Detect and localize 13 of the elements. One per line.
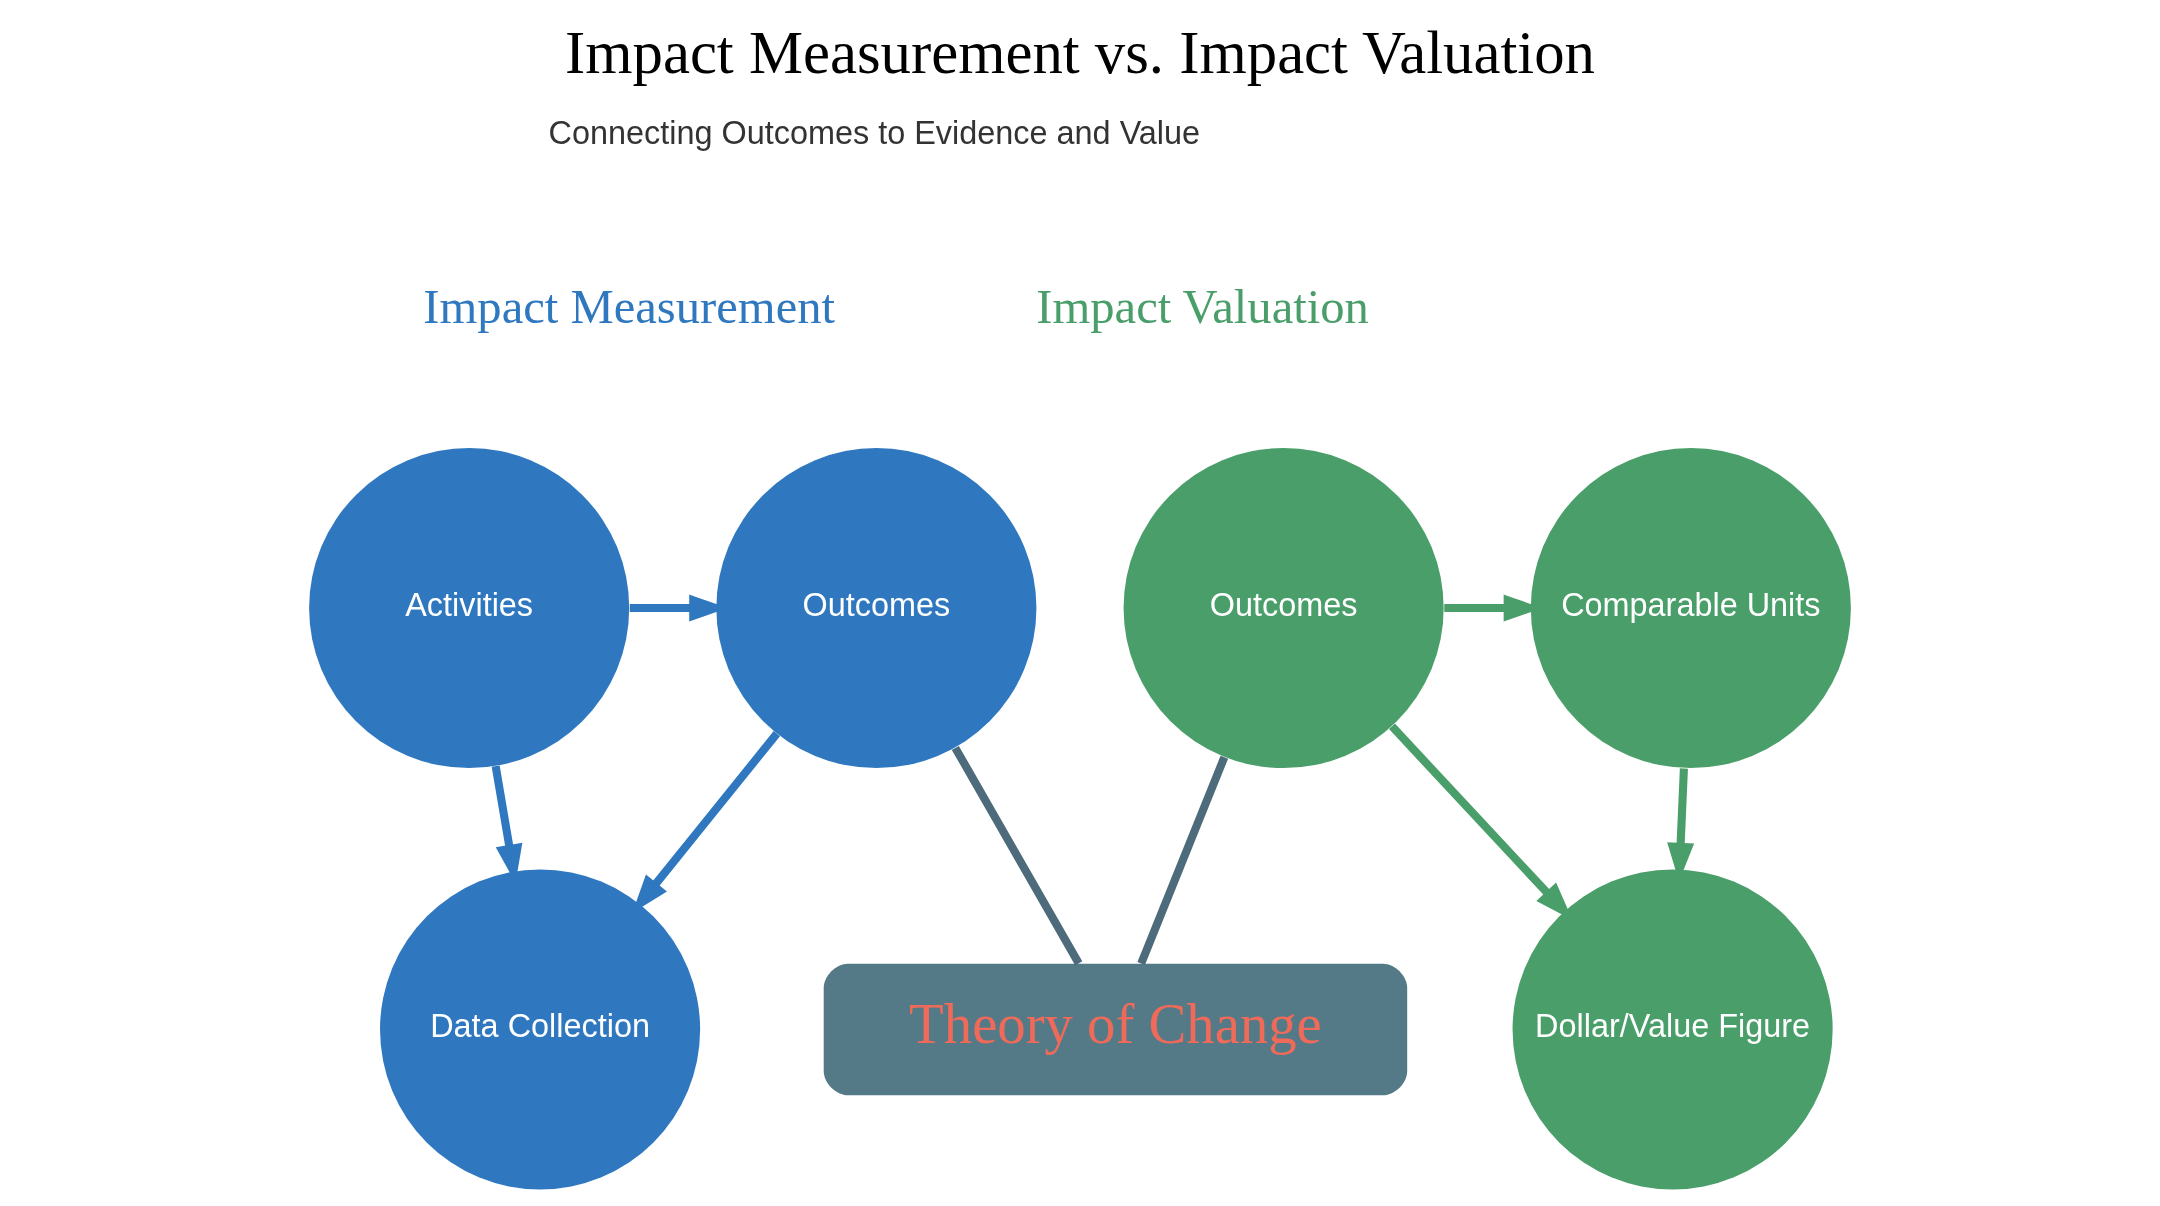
node-circle: Outcomes bbox=[1123, 448, 1444, 769]
node-circle: Outcomes bbox=[716, 448, 1037, 769]
node-box: Theory of Change bbox=[823, 963, 1408, 1096]
connector bbox=[951, 745, 1083, 966]
label: Connecting Outcomes to Evidence and Value bbox=[548, 114, 1201, 151]
connector bbox=[1137, 755, 1229, 966]
node-circle: Dollar/Value Figure bbox=[1512, 869, 1833, 1190]
node-circle: Data Collection bbox=[380, 869, 701, 1190]
label: Impact Valuation bbox=[1036, 279, 1369, 334]
node-circle: Comparable Units bbox=[1530, 448, 1851, 769]
label: Impact Measurement bbox=[423, 279, 836, 334]
diagram-title: Impact Measurement vs. Impact Valuation bbox=[565, 19, 1595, 87]
node-circle: Activities bbox=[309, 448, 630, 769]
